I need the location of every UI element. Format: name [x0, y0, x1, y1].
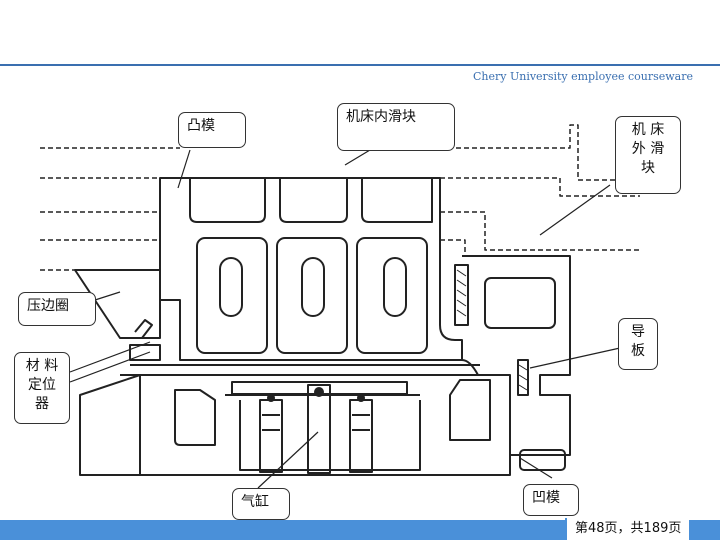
lower-die	[79, 364, 511, 476]
header-rule	[0, 64, 720, 66]
cylinder-rods	[259, 384, 373, 474]
blank-holder	[74, 269, 161, 361]
label-punch: 凸模	[178, 112, 246, 148]
label-guide-plate: 导 板	[618, 318, 658, 370]
label-blank-holder: 压边圈	[18, 292, 96, 326]
label-cylinder: 气缸	[232, 488, 290, 520]
outer-slide-block	[454, 255, 571, 471]
leader-lines	[69, 149, 621, 489]
label-inner-slide: 机床内滑块	[337, 103, 455, 151]
course-title: Chery University employee courseware	[472, 70, 693, 83]
label-material-locator: 材 料 定位 器	[14, 352, 70, 424]
upper-punch	[159, 177, 463, 361]
label-die: 凹模	[523, 484, 579, 516]
page-counter: 第48页，共189页	[565, 518, 690, 540]
label-outer-slide: 机 床 外 滑 块	[615, 116, 681, 194]
footer-bar	[0, 520, 720, 540]
